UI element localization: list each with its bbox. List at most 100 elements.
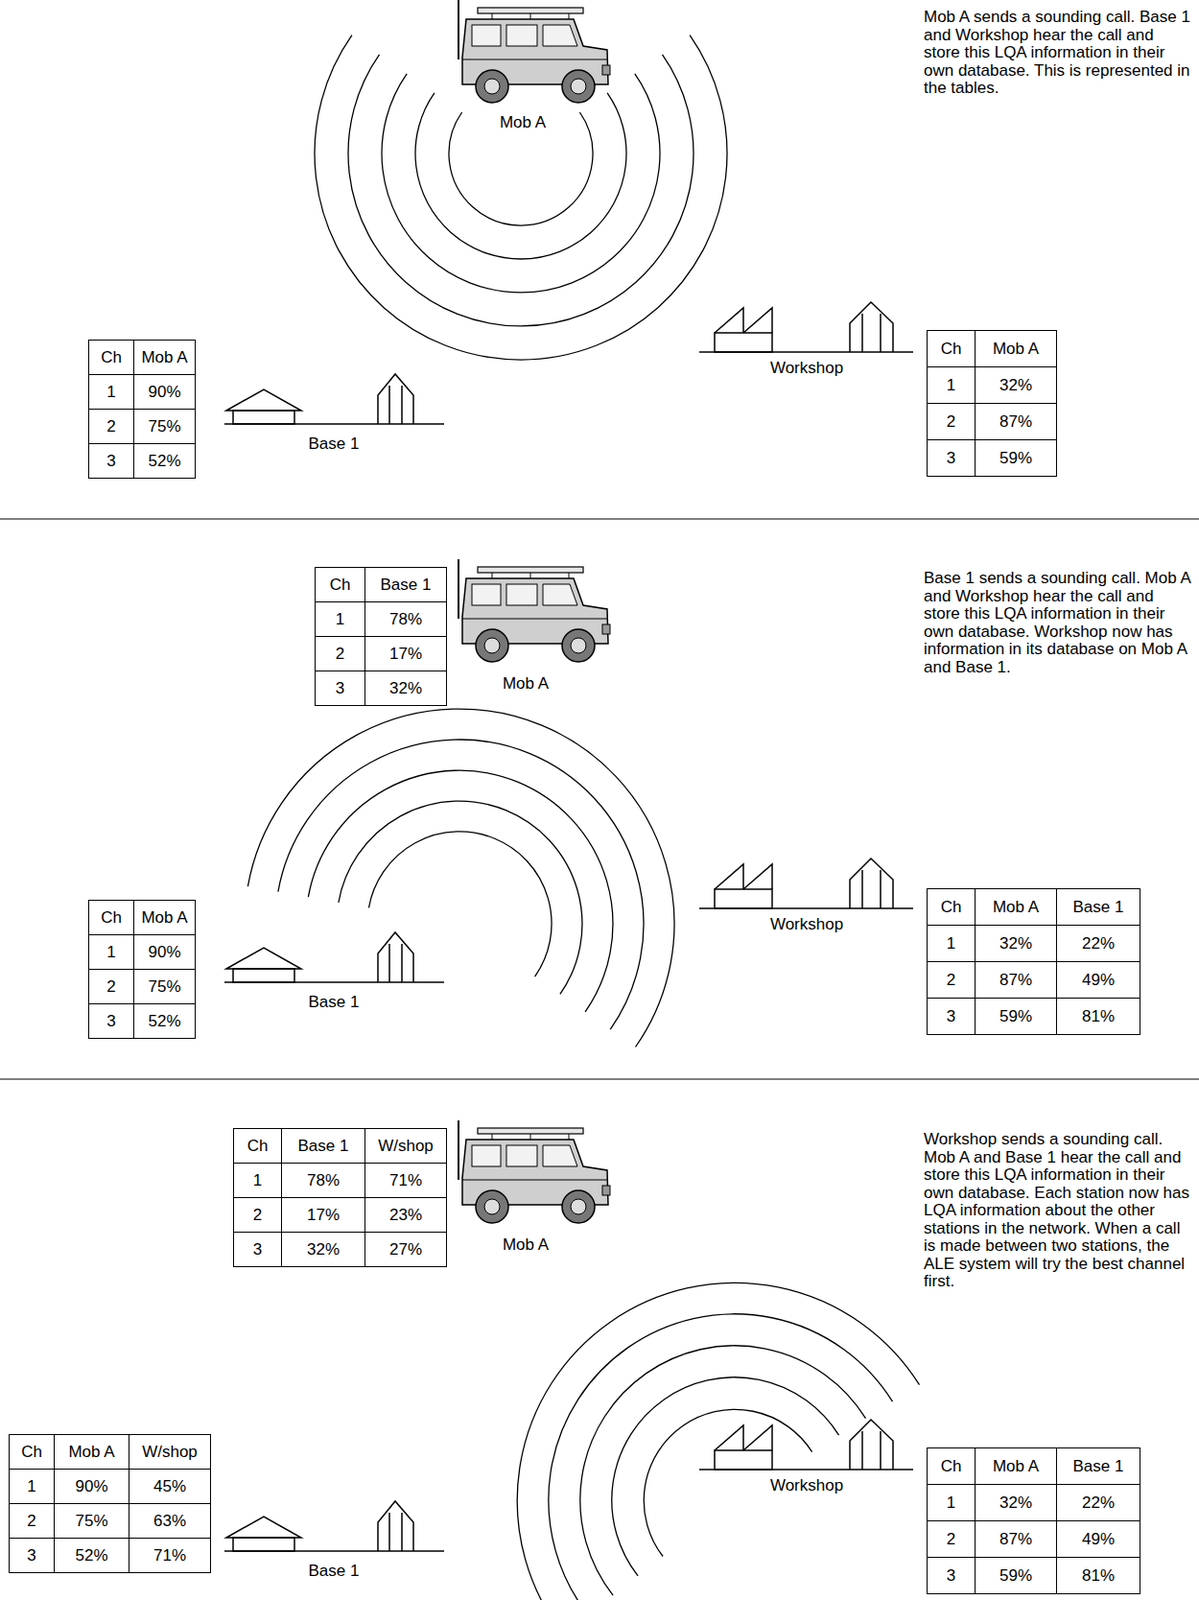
table-cell: 32%	[365, 671, 447, 706]
table-cell: Ch	[315, 567, 366, 603]
table-cell: 90%	[134, 375, 196, 410]
table-cell: 75%	[134, 969, 196, 1005]
lqa-table: ChBase 1178%217%332%	[314, 566, 447, 706]
table-cell: Mob A	[975, 889, 1058, 926]
station-label: Workshop	[710, 358, 903, 378]
table-cell: Ch	[89, 900, 135, 936]
station-label: Workshop	[710, 915, 903, 935]
lqa-table: ChMob ABase 1132%22%287%49%359%81%	[926, 1447, 1141, 1595]
table-cell: 87%	[975, 962, 1058, 999]
table-cell: Base 1	[1057, 1448, 1141, 1485]
table-cell: 32%	[975, 925, 1058, 963]
base-station-icon	[224, 374, 445, 1552]
station-label: Mob A	[429, 1235, 622, 1255]
table-cell: 1	[234, 1163, 283, 1199]
table-cell: 81%	[1057, 998, 1141, 1035]
table-cell: 90%	[134, 935, 196, 970]
table-cell: Base 1	[1057, 889, 1141, 926]
table-cell: 81%	[1057, 1557, 1141, 1595]
table-cell: 2	[315, 636, 366, 672]
description-text: Mob A sends a sounding call. Base 1 and …	[923, 8, 1193, 98]
table-cell: 2	[927, 1521, 976, 1558]
table-cell: 59%	[975, 998, 1058, 1035]
table-cell: Ch	[89, 340, 135, 376]
table-cell: 17%	[365, 636, 447, 672]
table-cell: Base 1	[282, 1128, 366, 1164]
table-cell: 32%	[975, 367, 1058, 404]
table-cell: 1	[9, 1469, 55, 1505]
table-cell: 3	[315, 671, 366, 706]
table-cell: 75%	[54, 1504, 130, 1539]
station-label: Workshop	[710, 1476, 903, 1496]
table-cell: 3	[927, 440, 976, 477]
table-cell: 59%	[975, 440, 1058, 477]
panel-divider	[0, 518, 1199, 1080]
description-text: Base 1 sends a sounding call. Mob A and …	[923, 569, 1193, 677]
table-cell: 1	[927, 367, 976, 404]
table-cell: 52%	[134, 1004, 196, 1039]
description-text: Workshop sends a sounding call. Mob A an…	[923, 1130, 1193, 1292]
station-label: Base 1	[237, 992, 430, 1012]
table-cell: 49%	[1057, 1521, 1141, 1558]
lqa-table: ChBase 1W/shop 178%71% 217%23% 332%27%	[233, 1128, 447, 1268]
table-cell: 59%	[975, 1557, 1058, 1595]
table-cell: W/shop	[365, 1128, 447, 1164]
table-cell: 3	[9, 1538, 55, 1574]
table-cell: Mob A	[975, 1448, 1058, 1485]
table-cell: 32%	[282, 1232, 366, 1268]
lqa-table: ChMob ABase 1132%22%287%49%359%81%	[926, 888, 1141, 1035]
vehicle-icon	[458, 0, 611, 1223]
table-cell: 71%	[365, 1163, 447, 1199]
table-cell: 45%	[129, 1469, 212, 1505]
table-cell: 3	[927, 998, 976, 1035]
table-cell: 2	[89, 969, 135, 1005]
table-cell: 3	[234, 1232, 283, 1268]
table-cell: 2	[89, 409, 135, 445]
table-cell: Ch	[927, 889, 976, 926]
table-cell: 52%	[54, 1538, 130, 1574]
station-label: Base 1	[237, 1561, 430, 1581]
table-cell: 71%	[129, 1538, 212, 1574]
table-cell: Mob A	[134, 340, 196, 376]
table-cell: 52%	[134, 444, 196, 479]
table-cell: 49%	[1057, 962, 1141, 999]
table-cell: 90%	[54, 1469, 130, 1505]
table-cell: 3	[89, 1004, 135, 1039]
table-cell: 87%	[975, 1521, 1058, 1558]
table-cell: Mob A	[134, 900, 196, 936]
table-cell: Ch	[927, 330, 976, 368]
table-cell: 78%	[365, 602, 447, 637]
table-cell: 1	[927, 925, 976, 963]
table-cell: Base 1	[365, 567, 447, 603]
table-cell: 1	[315, 602, 366, 637]
station-label: Mob A	[429, 674, 622, 694]
table-cell: Mob A	[975, 330, 1058, 368]
table-cell: 17%	[282, 1198, 366, 1233]
workshop-icon	[699, 302, 914, 1470]
table-cell: 2	[234, 1198, 283, 1233]
table-cell: 3	[89, 444, 135, 479]
lqa-table: ChMob A132%287%359%	[926, 329, 1058, 477]
table-cell: 2	[927, 962, 976, 999]
table-cell: 75%	[134, 409, 196, 445]
table-cell: Ch	[9, 1434, 55, 1470]
table-cell: 2	[9, 1504, 55, 1539]
table-cell: 23%	[365, 1198, 447, 1233]
table-cell: 27%	[365, 1232, 447, 1268]
table-cell: Ch	[927, 1448, 976, 1485]
table-cell: 22%	[1057, 1484, 1141, 1522]
table-cell: 2	[927, 403, 976, 441]
table-cell: 63%	[129, 1504, 212, 1539]
sounding-waves	[247, 35, 919, 1600]
table-cell: 32%	[975, 1484, 1058, 1522]
table-cell: Ch	[234, 1128, 283, 1164]
table-cell: 78%	[282, 1163, 366, 1199]
station-label: Base 1	[237, 434, 430, 454]
table-cell: W/shop	[129, 1434, 212, 1470]
table-cell: 3	[927, 1557, 976, 1595]
lqa-table: ChMob A190%275%352%	[88, 899, 196, 1039]
station-label: Mob A	[426, 113, 619, 133]
lqa-table: ChMob AW/shop190%45%275%63%352%71%	[8, 1434, 212, 1574]
